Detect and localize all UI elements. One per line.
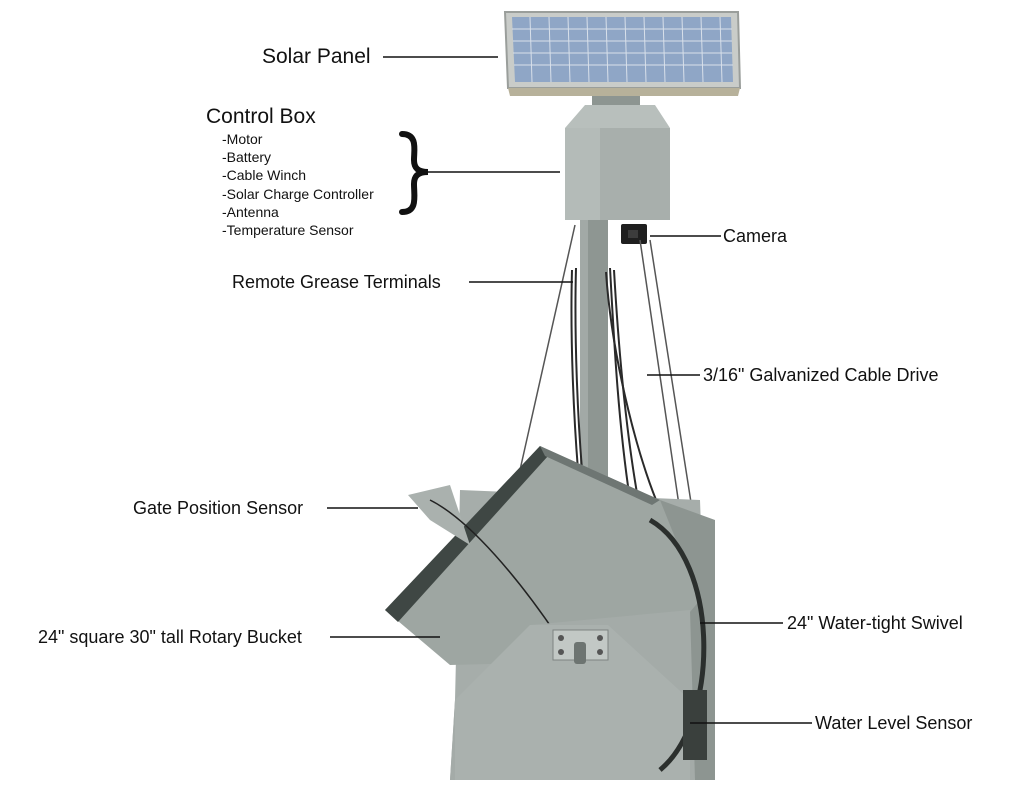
label-remote-grease-terminals: Remote Grease Terminals [232, 272, 441, 292]
label-control-box: Control Box [206, 105, 316, 128]
water-level-sensor-graphic [683, 690, 707, 760]
label-water-tight-swivel: 24" Water-tight Swivel [787, 613, 963, 633]
list-item: -Cable Winch [222, 167, 307, 183]
label-water-level-sensor: Water Level Sensor [815, 713, 973, 733]
leader-lines [327, 56, 812, 724]
gate-sensor-bracket [408, 485, 470, 545]
control-box-brace [399, 131, 429, 215]
control-box-graphic [565, 105, 670, 220]
list-item: -Solar Charge Controller [222, 186, 374, 202]
bucket-bracket [552, 629, 609, 664]
swivel-graphic [648, 517, 707, 772]
list-item: -Motor [222, 131, 263, 147]
list-item: -Antenna [222, 204, 279, 220]
list-item: -Temperature Sensor [222, 222, 354, 238]
list-item: -Battery [222, 149, 272, 165]
label-solar-panel: Solar Panel [262, 45, 371, 68]
label-gate-position-sensor: Gate Position Sensor [133, 498, 304, 518]
rotary-bucket-graphic [385, 446, 700, 665]
grease-lines [570, 267, 666, 521]
solar-panel-graphic [503, 11, 742, 96]
label-rotary-bucket: 24" square 30" tall Rotary Bucket [38, 627, 302, 647]
label-camera: Camera [723, 226, 788, 246]
label-cable-drive: 3/16" Galvanized Cable Drive [703, 365, 939, 385]
